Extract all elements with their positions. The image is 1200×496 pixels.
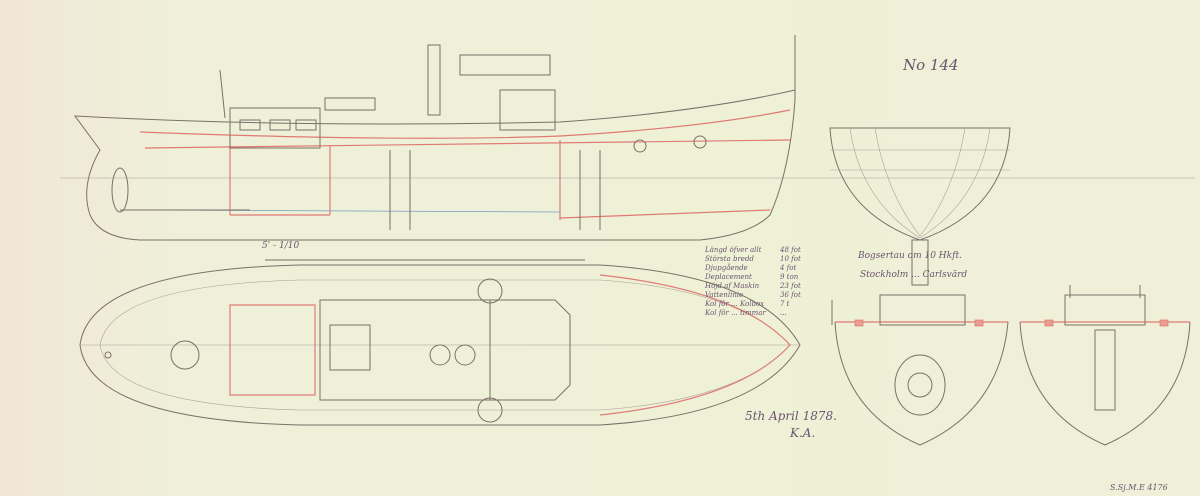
drawing-number: No 144 [902, 56, 959, 74]
svg-text:23 fot: 23 fot [779, 282, 801, 290]
midsection-view-right [1019, 285, 1191, 446]
svg-text:Deplacement: Deplacement [704, 273, 752, 281]
archive-stamp: S.Sj.M.E 4176 [1110, 483, 1168, 492]
specs-table: Längd öfver allt 48 fot Största bredd 10 f… [704, 246, 801, 317]
svg-text:Kol för ... Kolbox: Kol för ... Kolbox [704, 300, 764, 308]
svg-text:...: ... [780, 309, 787, 317]
svg-text:7 t: 7 t [780, 300, 790, 308]
scale-label: 5' - 1/10 [262, 241, 299, 251]
svg-text:Kol för ... timmar: Kol för ... timmar [704, 309, 766, 317]
signature-date: 5th April 1878. [745, 409, 837, 423]
svg-text:Största bredd: Största bredd [705, 255, 754, 263]
svg-text:10 fot: 10 fot [780, 255, 801, 263]
body-plan-note-2: Stockholm ... Carlsvärd [860, 270, 967, 280]
plan-view [79, 264, 801, 426]
body-plan-note-1: Bogsertau om 10 Hkft. [857, 251, 962, 261]
svg-text:48 fot: 48 fot [779, 246, 801, 254]
profile-view [73, 35, 796, 241]
svg-text:Höjd af Maskin: Höjd af Maskin [704, 282, 760, 290]
svg-text:36 fot: 36 fot [780, 291, 801, 299]
signature-initials: K.A. [789, 426, 815, 440]
svg-text:Djupgående: Djupgående [704, 263, 748, 272]
svg-text:4 fot: 4 fot [779, 264, 796, 272]
body-plan [829, 127, 1011, 286]
svg-text:Längd öfver allt: Längd öfver allt [704, 246, 762, 254]
svg-text:9 ton: 9 ton [780, 273, 799, 281]
svg-text:Vattenlinie: Vattenlinie [705, 291, 743, 299]
midsection-view-left [831, 294, 1009, 446]
